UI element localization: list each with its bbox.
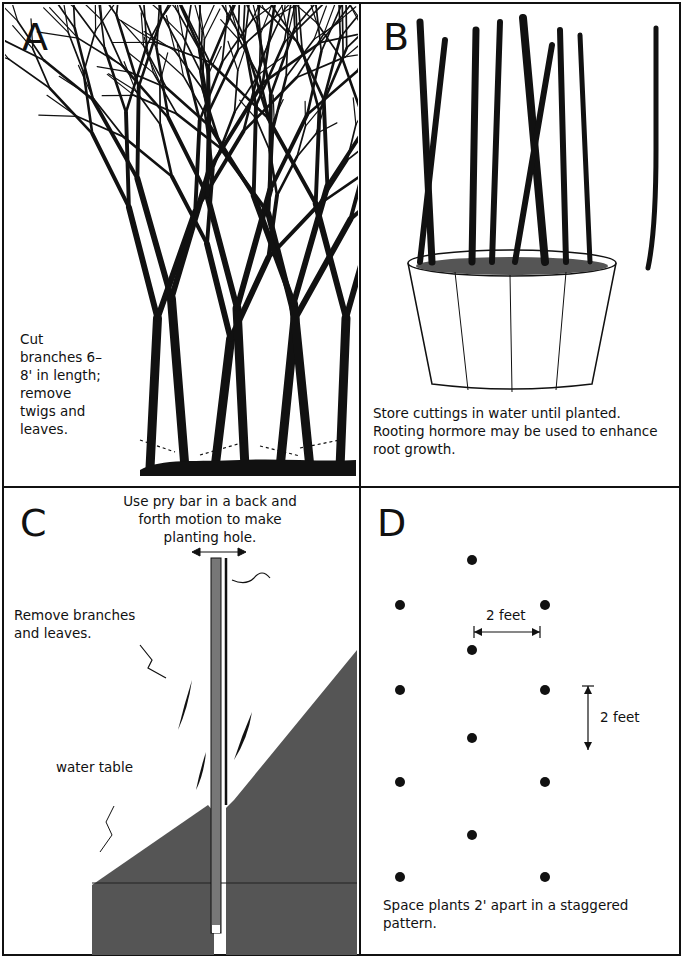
ground-line	[92, 883, 357, 884]
dimension-line	[474, 626, 594, 750]
callout-text: Remove branches and leaves.	[14, 606, 144, 642]
pry-bar-tip	[212, 925, 220, 933]
panel-caption: Space plants 2' apart in a staggered pat…	[383, 896, 668, 932]
callout-text: water table	[56, 758, 133, 776]
leader-line	[100, 806, 114, 852]
divider	[3, 486, 680, 488]
panel-caption: Cut branches 6–8' in length; remove twig…	[20, 330, 102, 438]
pry-bar	[211, 558, 221, 933]
divider	[359, 3, 361, 955]
leader-line	[140, 645, 166, 678]
dimension-label: 2 feet	[486, 606, 526, 624]
ground-left	[92, 805, 214, 955]
panel: C	[4, 488, 359, 954]
cutting	[225, 558, 228, 805]
note: Use pry bar in a back and forth motion t…	[110, 492, 310, 546]
plant-dots	[395, 555, 550, 882]
cut-lines	[140, 440, 340, 456]
ground-right	[226, 650, 357, 955]
panel: B Store cuttings in water until planted. …	[361, 4, 679, 486]
dimension-label: 2 feet	[600, 708, 640, 726]
bucket	[408, 250, 616, 392]
panel-caption: Store cuttings in water until planted. R…	[373, 404, 673, 458]
panel: A Cut branches 6–8' in length; remove twi…	[4, 4, 359, 486]
arrow	[192, 548, 246, 556]
panel-letter: C	[20, 504, 47, 542]
panel-letter: A	[22, 18, 48, 56]
falling-leaves	[178, 680, 252, 790]
panel-letter: D	[377, 504, 406, 542]
ground	[140, 459, 356, 476]
panel-letter: B	[383, 18, 409, 56]
cuttings	[420, 18, 656, 268]
frame	[3, 3, 680, 955]
leader-line	[232, 573, 270, 583]
shrub-silhouette	[5, 5, 358, 468]
